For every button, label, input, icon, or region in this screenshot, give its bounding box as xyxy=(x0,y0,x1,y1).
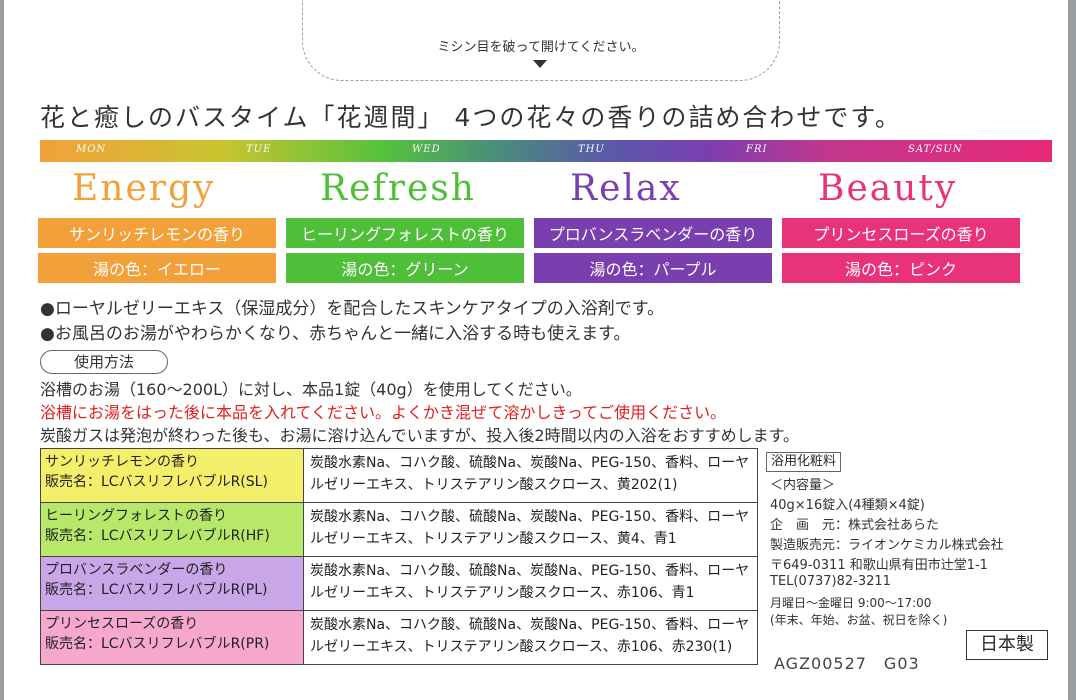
perforated-tab[interactable]: ミシン目を破って開けてください。 xyxy=(302,0,780,81)
made-in-label: 日本製 xyxy=(966,630,1048,660)
fragrance-label-energy: サンリッチレモンの香り xyxy=(38,218,276,248)
ingredient-scent: ヒーリングフォレストの香り xyxy=(45,508,227,524)
scent-name-relax: Relax xyxy=(570,168,682,209)
ingredient-list: 炭酸水素Na、コハク酸、硫酸Na、炭酸Na、PEG-150、香料、ローヤルゼリー… xyxy=(303,556,758,611)
table-row: プリンセスローズの香り 販売名：LCバスリフレバブルR(PR) 炭酸水素Na、コ… xyxy=(40,610,758,665)
water-color-relax: 湯の色：パープル xyxy=(534,253,772,283)
planner-info: 企 画 元：株式会社あらた xyxy=(770,518,940,533)
ingredient-product-cell: ヒーリングフォレストの香り 販売名：LCバスリフレバブルR(HF) xyxy=(40,502,304,557)
address-info: 〒649-0311 和歌山県有田市辻堂1-1 xyxy=(770,558,988,573)
contents-value: 40g×16錠入(4種類×4錠) xyxy=(770,498,925,513)
headline: 花と癒しのバスタイム「花週間」 4つの花々の香りの詰め合わせです。 xyxy=(40,103,902,132)
day-label: MON xyxy=(76,144,107,155)
day-label: TUE xyxy=(246,144,272,155)
ingredient-scent: プリンセスローズの香り xyxy=(45,616,199,632)
scent-name-refresh: Refresh xyxy=(320,168,476,209)
ingredients-table: サンリッチレモンの香り 販売名：LCバスリフレバブルR(SL) 炭酸水素Na、コ… xyxy=(40,448,758,665)
usage-line: 浴槽のお湯（160～200L）に対し、本品1錠（40g）を使用してください。 xyxy=(40,380,582,399)
hours-info: 月曜日～金曜日 9:00～17:00 xyxy=(770,596,932,610)
contents-label: ＜内容量＞ xyxy=(770,478,836,493)
weekday-gradient-bar: MON TUE WED THU FRI SAT/SUN xyxy=(40,140,1052,162)
usage-warning: 浴槽にお湯をはった後に本品を入れてください。よくかき混ぜて溶かしきってご使用くだ… xyxy=(40,403,727,422)
ingredient-list: 炭酸水素Na、コハク酸、硫酸Na、炭酸Na、PEG-150、香料、ローヤルゼリー… xyxy=(303,502,758,557)
tab-instruction: ミシン目を破って開けてください。 xyxy=(437,40,645,55)
day-label: SAT/SUN xyxy=(908,144,963,155)
ingredient-product-cell: サンリッチレモンの香り 販売名：LCバスリフレバブルR(SL) xyxy=(40,448,304,503)
day-label: FRI xyxy=(746,144,768,155)
manufacturer-info: 製造販売元：ライオンケミカル株式会社 xyxy=(770,538,1004,553)
arrow-down-icon xyxy=(533,60,547,68)
package-panel: ミシン目を破って開けてください。 花と癒しのバスタイム「花週間」 4つの花々の香… xyxy=(4,0,1068,700)
usage-line: 炭酸ガスは発泡が終わった後も、お湯に溶け込んでいますが、投入後2時間以内の入浴を… xyxy=(40,426,799,445)
day-label: THU xyxy=(578,144,605,155)
product-code: AGZ00527 G03 xyxy=(774,654,920,673)
table-row: プロバンスラベンダーの香り 販売名：LCバスリフレバブルR(PL) 炭酸水素Na… xyxy=(40,556,758,611)
scent-name-energy: Energy xyxy=(72,168,216,209)
ingredient-product-name: 販売名：LCバスリフレバブルR(PL) xyxy=(45,582,268,598)
water-color-energy: 湯の色：イエロー xyxy=(38,253,276,283)
feature-bullet: ●ローヤルゼリーエキス（保湿成分）を配合したスキンケアタイプの入浴剤です。 xyxy=(40,299,665,319)
table-row: サンリッチレモンの香り 販売名：LCバスリフレバブルR(SL) 炭酸水素Na、コ… xyxy=(40,448,758,503)
ingredient-product-cell: プロバンスラベンダーの香り 販売名：LCバスリフレバブルR(PL) xyxy=(40,556,304,611)
water-color-refresh: 湯の色：グリーン xyxy=(286,253,524,283)
ingredient-product-name: 販売名：LCバスリフレバブルR(PR) xyxy=(45,636,270,652)
box-left-edge xyxy=(0,0,4,700)
ingredient-product-name: 販売名：LCバスリフレバブルR(SL) xyxy=(45,474,268,490)
day-label: WED xyxy=(412,144,441,155)
fragrance-label-relax: プロバンスラベンダーの香り xyxy=(534,218,772,248)
ingredient-product-cell: プリンセスローズの香り 販売名：LCバスリフレバブルR(PR) xyxy=(40,610,304,665)
ingredient-scent: サンリッチレモンの香り xyxy=(45,454,199,470)
product-category-tag: 浴用化粧料 xyxy=(766,452,842,472)
fragrance-label-beauty: プリンセスローズの香り xyxy=(782,218,1020,248)
scent-name-beauty: Beauty xyxy=(818,168,958,209)
box-right-edge xyxy=(1068,0,1076,700)
water-color-beauty: 湯の色：ピンク xyxy=(782,253,1020,283)
holidays-info: (年末、年始、お盆、祝日を除く) xyxy=(770,613,948,627)
ingredient-list: 炭酸水素Na、コハク酸、硫酸Na、炭酸Na、PEG-150、香料、ローヤルゼリー… xyxy=(303,610,758,665)
feature-bullet: ●お風呂のお湯がやわらかくなり、赤ちゃんと一緒に入浴する時も使えます。 xyxy=(40,324,631,344)
fragrance-label-refresh: ヒーリングフォレストの香り xyxy=(286,218,524,248)
usage-title: 使用方法 xyxy=(40,350,168,374)
table-row: ヒーリングフォレストの香り 販売名：LCバスリフレバブルR(HF) 炭酸水素Na… xyxy=(40,502,758,557)
phone-info: TEL(0737)82-3211 xyxy=(770,574,891,589)
ingredient-scent: プロバンスラベンダーの香り xyxy=(45,562,228,578)
ingredient-product-name: 販売名：LCバスリフレバブルR(HF) xyxy=(45,528,270,544)
ingredient-list: 炭酸水素Na、コハク酸、硫酸Na、炭酸Na、PEG-150、香料、ローヤルゼリー… xyxy=(303,448,758,503)
